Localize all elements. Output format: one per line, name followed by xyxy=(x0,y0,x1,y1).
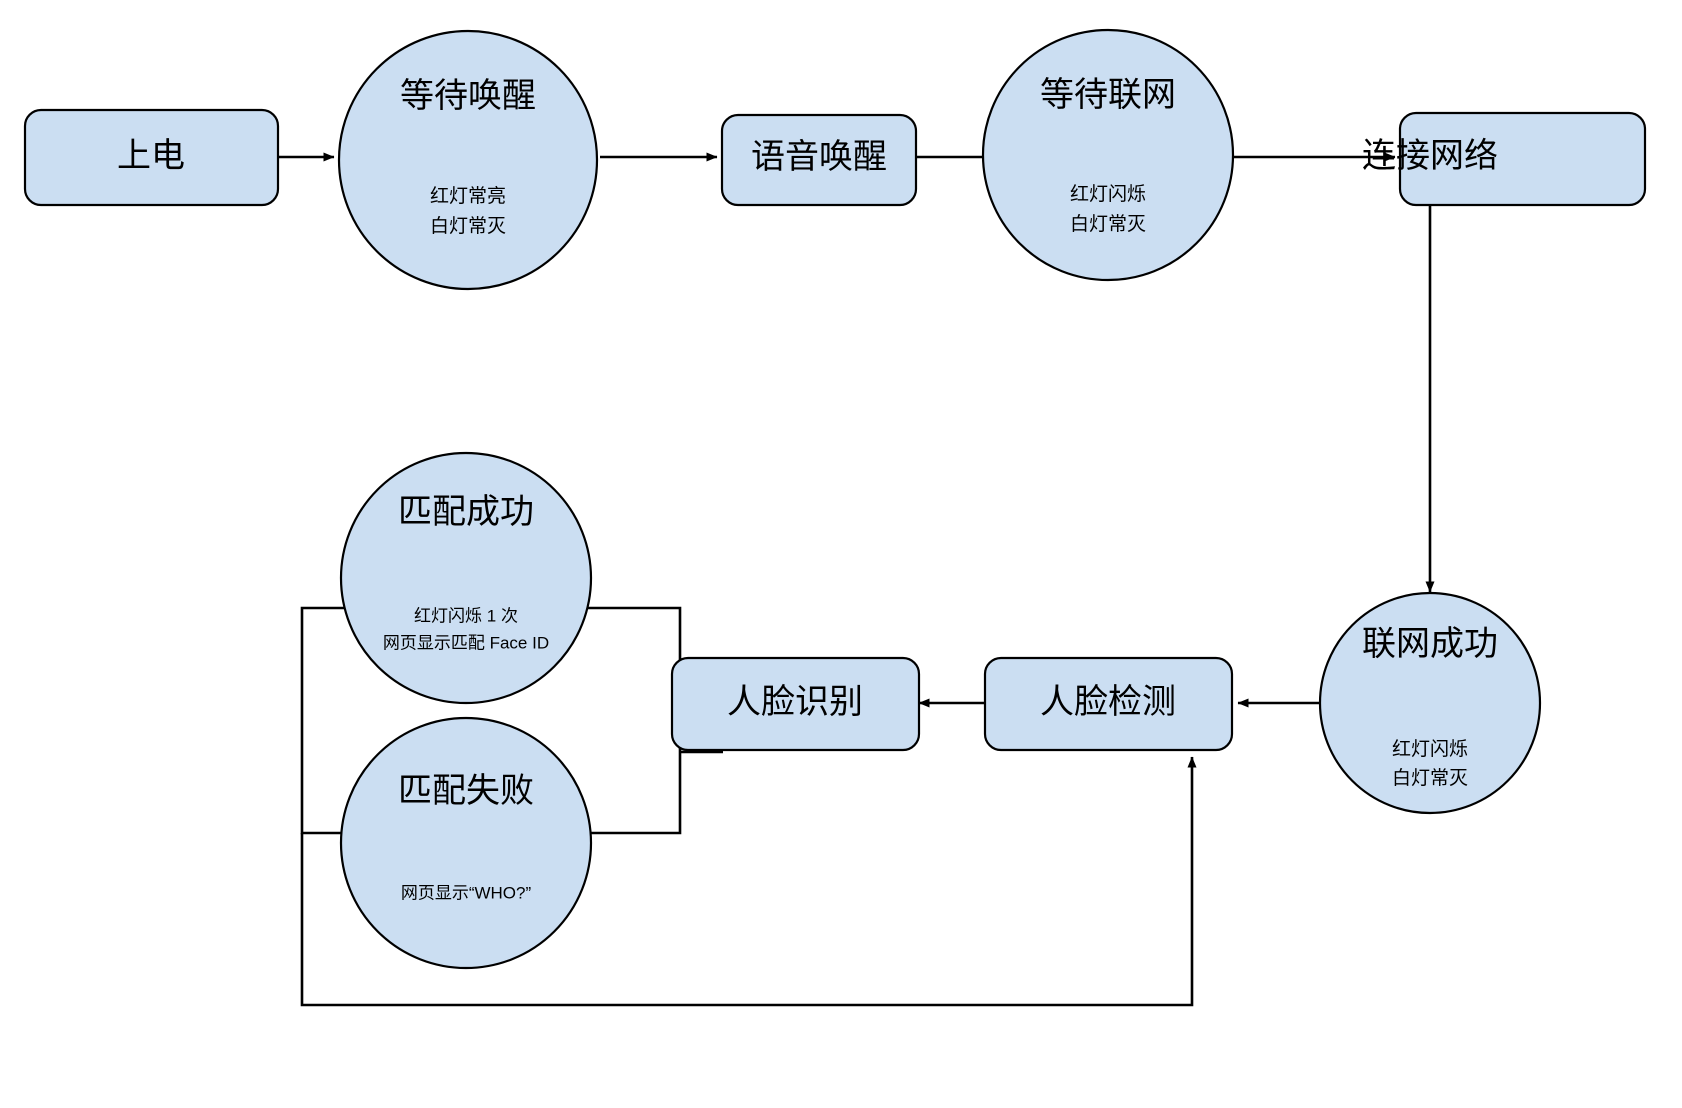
wait-wakeup-shape[interactable] xyxy=(337,29,599,291)
wait-network-shape[interactable] xyxy=(981,28,1235,282)
match-success-sub-line-2: 网页显示匹配 Face ID xyxy=(383,633,549,652)
edge-match-fail-to-face-detect-loop xyxy=(300,756,1197,1007)
match-fail-label: 匹配失败 xyxy=(398,772,534,810)
node-network-success[interactable]: 联网成功 红灯闪烁 白灯常灭 xyxy=(1318,591,1542,815)
network-success-sub-line-2: 白灯常灭 xyxy=(1392,767,1468,789)
wait-network-sub-line-2: 白灯常灭 xyxy=(1070,213,1146,235)
node-connect-network[interactable]: 连接网络 xyxy=(1362,111,1647,207)
match-success-shape[interactable] xyxy=(339,451,593,705)
connect-network-label: 连接网络 xyxy=(1362,137,1498,175)
node-voice-wakeup[interactable]: 语音唤醒 xyxy=(720,113,918,207)
network-success-shape[interactable] xyxy=(1318,591,1542,815)
match-fail-shape[interactable] xyxy=(339,716,593,970)
wait-network-label: 等待联网 xyxy=(1040,76,1176,114)
wait-wakeup-sub-line-2: 白灯常灭 xyxy=(430,215,506,237)
edge-face-recognize-to-match-bracket xyxy=(300,606,723,835)
wait-wakeup-sub-line-1: 红灯常亮 xyxy=(430,185,506,207)
face-recognize-shape[interactable] xyxy=(670,656,921,752)
match-fail-sub-line-1: 网页显示“WHO?” xyxy=(401,883,532,902)
wait-wakeup-label: 等待唤醒 xyxy=(400,77,536,115)
node-wait-network[interactable]: 等待联网 红灯闪烁 白灯常灭 xyxy=(981,28,1235,282)
node-match-success[interactable]: 匹配成功 红灯闪烁 1 次 网页显示匹配 Face ID xyxy=(339,451,593,705)
node-face-detect[interactable]: 人脸检测 xyxy=(983,656,1234,752)
match-success-sub-line-1: 红灯闪烁 1 次 xyxy=(414,606,518,625)
node-face-recognize[interactable]: 人脸识别 xyxy=(670,656,921,752)
network-success-label: 联网成功 xyxy=(1362,625,1498,663)
face-detect-label: 人脸检测 xyxy=(1040,683,1176,721)
face-recognize-label: 人脸识别 xyxy=(727,683,863,721)
edge-group xyxy=(279,152,1435,1007)
node-wait-wakeup[interactable]: 等待唤醒 红灯常亮 白灯常灭 xyxy=(337,29,599,291)
match-success-label: 匹配成功 xyxy=(398,493,534,531)
connect-network-shape[interactable] xyxy=(1398,111,1647,207)
node-power-on[interactable]: 上电 xyxy=(23,108,280,207)
voice-wakeup-shape[interactable] xyxy=(720,113,918,207)
voice-wakeup-label: 语音唤醒 xyxy=(751,138,887,176)
node-match-fail[interactable]: 匹配失败 网页显示“WHO?” xyxy=(339,716,593,970)
wait-network-sub-line-1: 红灯闪烁 xyxy=(1070,183,1146,205)
power-on-shape[interactable] xyxy=(23,108,280,207)
network-success-sub-line-1: 红灯闪烁 xyxy=(1392,738,1468,760)
power-on-label: 上电 xyxy=(117,137,185,175)
face-detect-shape[interactable] xyxy=(983,656,1234,752)
